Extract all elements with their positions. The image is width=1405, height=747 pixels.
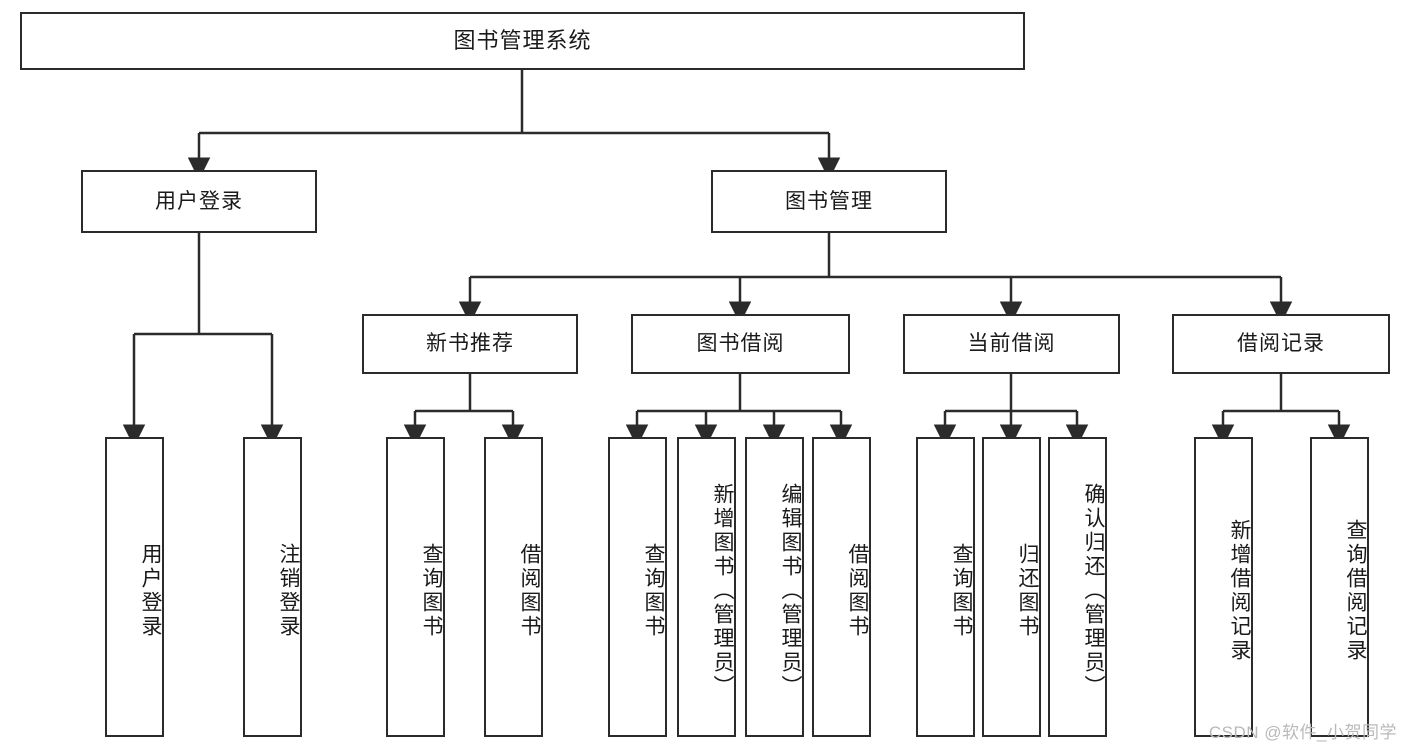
node-leaf-query-book-cur[interactable]: 查询图书 (916, 437, 975, 737)
node-label: 图书管理系统 (453, 27, 592, 53)
node-root[interactable]: 图书管理系统 (20, 12, 1025, 70)
node-label: 当前借阅 (967, 332, 1056, 356)
node-label: 注销登录 (277, 543, 300, 639)
node-leaf-borrow-book[interactable]: 借阅图书 (812, 437, 871, 737)
node-label: 新书推荐 (426, 332, 514, 356)
node-leaf-query-book[interactable]: 查询图书 (608, 437, 667, 737)
node-label: 图书借阅 (696, 332, 785, 356)
node-label: 归还图书 (1016, 543, 1039, 639)
node-label: 确认归还（管理员） (1082, 483, 1105, 699)
node-label: 新增图书（管理员） (711, 483, 734, 699)
node-leaf-query-record[interactable]: 查询借阅记录 (1310, 437, 1369, 737)
node-leaf-logout[interactable]: 注销登录 (243, 437, 302, 737)
node-user-login[interactable]: 用户登录 (81, 170, 317, 233)
node-label: 查询图书 (420, 543, 443, 639)
node-leaf-return-book[interactable]: 归还图书 (982, 437, 1041, 737)
node-borrow-record[interactable]: 借阅记录 (1172, 314, 1390, 374)
node-leaf-edit-book[interactable]: 编辑图书（管理员） (745, 437, 804, 737)
node-book-borrow[interactable]: 图书借阅 (631, 314, 850, 374)
node-label: 用户登录 (139, 543, 162, 639)
node-leaf-add-record[interactable]: 新增借阅记录 (1194, 437, 1253, 737)
node-label: 借阅图书 (518, 543, 541, 639)
node-label: 借阅图书 (846, 543, 869, 639)
node-label: 用户登录 (155, 189, 243, 213)
node-leaf-confirm-return[interactable]: 确认归还（管理员） (1048, 437, 1107, 737)
node-label: 查询图书 (642, 543, 665, 639)
node-book-manage[interactable]: 图书管理 (711, 170, 947, 233)
node-leaf-query-book-rec[interactable]: 查询图书 (386, 437, 445, 737)
node-new-book-recommend[interactable]: 新书推荐 (362, 314, 578, 374)
node-label: 编辑图书（管理员） (779, 483, 802, 699)
node-leaf-user-login[interactable]: 用户登录 (105, 437, 164, 737)
node-leaf-add-book[interactable]: 新增图书（管理员） (677, 437, 736, 737)
node-label: 图书管理 (785, 189, 873, 213)
node-label: 查询图书 (950, 543, 973, 639)
node-label: 查询借阅记录 (1344, 519, 1367, 663)
node-label: 新增借阅记录 (1228, 519, 1251, 663)
watermark-text: CSDN @软件_小贺同学 (1208, 723, 1397, 742)
node-current-borrow[interactable]: 当前借阅 (903, 314, 1120, 374)
node-label: 借阅记录 (1237, 332, 1325, 356)
node-leaf-borrow-book-rec[interactable]: 借阅图书 (484, 437, 543, 737)
